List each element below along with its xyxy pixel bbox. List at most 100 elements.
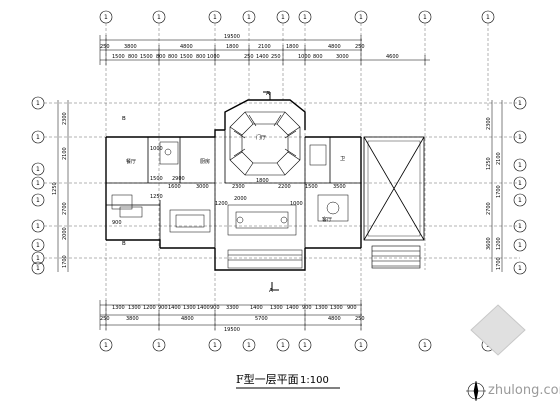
central-stair xyxy=(229,111,301,176)
top-dim: 250 xyxy=(271,54,281,60)
left-bubble-label: 1 xyxy=(36,197,40,204)
top-dimension-lines xyxy=(99,35,430,65)
left-bubble-label: 1 xyxy=(36,180,40,187)
left-dim: 2000 xyxy=(62,227,68,240)
left-dim: 1250 xyxy=(52,182,58,195)
right-bubble-label: 1 xyxy=(518,197,522,204)
top-dim: 1000 xyxy=(207,54,220,60)
bottom-dim: 1300 xyxy=(270,305,283,311)
right-dim: 1200 xyxy=(496,237,502,250)
bottom-dim: 250 xyxy=(100,316,110,322)
top-dim: 2100 xyxy=(258,44,271,50)
right-dim: 1700 xyxy=(496,257,502,270)
top-dim: 800 xyxy=(196,54,206,60)
left-dim: 2300 xyxy=(62,112,68,125)
left-dimension-lines xyxy=(57,100,69,272)
inner-dim: 2300 xyxy=(232,184,245,190)
top-bubble-label: 1 xyxy=(281,14,285,21)
bottom-dim: 4800 xyxy=(328,316,341,322)
top-dim: 800 xyxy=(168,54,178,60)
right-dim: 1700 xyxy=(496,185,502,198)
inner-dim: 1200 xyxy=(215,201,228,207)
interior-walls xyxy=(106,130,361,248)
bottom-overall-dim: 19500 xyxy=(224,327,240,333)
section-markers xyxy=(263,91,279,291)
top-dim: 1500 xyxy=(140,54,153,60)
left-bubble-label: 1 xyxy=(36,100,40,107)
right-bubble-label: 1 xyxy=(518,242,522,249)
top-bubble-label: 1 xyxy=(157,14,161,21)
left-bubble-label: 1 xyxy=(36,223,40,230)
bottom-dim: 1200 xyxy=(143,305,156,311)
inner-dimension-text: 1500 2900 1000 1600 3000 2300 2200 1500 … xyxy=(112,146,346,226)
bottom-dim: 3800 xyxy=(126,316,139,322)
room-label-living: 客厅 xyxy=(322,216,332,223)
right-axis-bubbles xyxy=(513,96,527,275)
bottom-dimension-lines xyxy=(99,300,362,330)
inner-dim: 3000 xyxy=(196,184,209,190)
room-label-bath: 卫 xyxy=(340,156,345,162)
inner-dim: 2200 xyxy=(278,184,291,190)
top-dim: 250 xyxy=(100,44,110,50)
top-dim: 800 xyxy=(128,54,138,60)
inner-dim: 1500 xyxy=(305,184,318,190)
right-bubble-label: 1 xyxy=(518,265,522,272)
drawing-title: F型一层平面 1:100 xyxy=(236,372,340,389)
top-axis-labels: 1 1 1 1 1 1 1 1 1 xyxy=(104,14,490,21)
top-dim: 250 xyxy=(244,54,254,60)
room-b-top-label: B xyxy=(122,116,126,122)
bottom-dim: 900 xyxy=(347,305,357,311)
bottom-dim: 1400 xyxy=(197,305,210,311)
right-bubble-label: 1 xyxy=(518,162,522,169)
top-bubble-label: 1 xyxy=(104,14,108,21)
right-dim: 2300 xyxy=(486,117,492,130)
title-text: F型一层平面 xyxy=(236,372,299,386)
top-dim: 1400 xyxy=(256,54,269,60)
top-bubble-label: 1 xyxy=(303,14,307,21)
top-dim: 4800 xyxy=(328,44,341,50)
top-dim: 800 xyxy=(156,54,166,60)
bottom-axis-labels: 1 1 1 1 1 1 1 1 1 xyxy=(104,342,490,349)
right-bubble-label: 1 xyxy=(518,134,522,141)
top-bubble-label: 1 xyxy=(486,14,490,21)
inner-dim: 1600 xyxy=(168,184,181,190)
left-dim: 2700 xyxy=(62,202,68,215)
right-dim: 2700 xyxy=(486,202,492,215)
left-bubble-label: 1 xyxy=(36,255,40,262)
left-dim: 1700 xyxy=(62,255,68,268)
bottom-bubble-label: 1 xyxy=(281,342,285,349)
right-bubble-label: 1 xyxy=(518,223,522,230)
inner-dim: 2900 xyxy=(172,176,185,182)
bottom-bubble-label: 1 xyxy=(104,342,108,349)
bottom-dim: 250 xyxy=(355,316,365,322)
section-mark-a-bottom: A xyxy=(269,288,273,294)
top-bubble-label: 1 xyxy=(359,14,363,21)
left-bubble-label: 1 xyxy=(36,166,40,173)
scale-text: 1:100 xyxy=(300,375,329,386)
room-label-dining: 餐厅 xyxy=(126,158,136,165)
room-label-hall: 门厅 xyxy=(256,134,266,141)
right-dim: 3600 xyxy=(486,237,492,250)
top-dim: 1500 xyxy=(112,54,125,60)
left-dimension-text: 2300 2100 1250 2700 2000 1700 xyxy=(52,112,68,268)
inner-dim: 1000 xyxy=(290,201,303,207)
inner-dim: 1800 xyxy=(256,178,269,184)
left-dim: 2100 xyxy=(62,147,68,160)
bottom-dim: 900 xyxy=(158,305,168,311)
top-dim: 4600 xyxy=(386,54,399,60)
exterior-stair xyxy=(371,245,421,269)
right-dimension-text: 2300 1250 2100 1700 2700 1200 3600 1700 xyxy=(486,117,502,270)
bottom-bubble-label: 1 xyxy=(359,342,363,349)
room-label-kitchen: 厨房 xyxy=(200,158,210,165)
watermark: zhulong.com xyxy=(470,304,560,398)
bottom-dimension-text: 1300 1300 1200 900 1400 1300 1400 900 33… xyxy=(100,305,365,333)
right-bubble-label: 1 xyxy=(518,100,522,107)
bottom-bubble-label: 1 xyxy=(423,342,427,349)
right-axis-labels: 1 1 1 1 1 1 1 1 xyxy=(518,100,522,272)
inner-dim: 1500 xyxy=(150,176,163,182)
bottom-dim: 3300 xyxy=(226,305,239,311)
inner-dim: 900 xyxy=(112,220,122,226)
bottom-dim: 1400 xyxy=(250,305,263,311)
left-axis-labels: 1 1 1 1 1 1 1 1 1 xyxy=(36,100,40,272)
